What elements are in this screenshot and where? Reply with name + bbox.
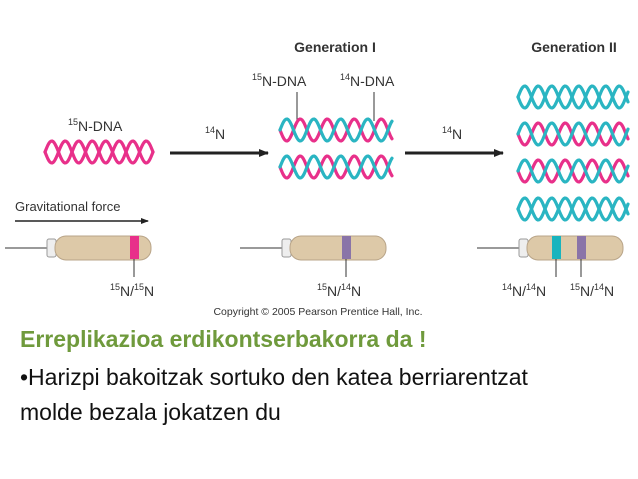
- dna-strand-b: [516, 196, 630, 222]
- parent-dna-helix: [43, 139, 155, 165]
- gen1-dna-helix-1: [278, 117, 394, 143]
- band-hybrid-gen1-label: 15N/14N: [317, 282, 361, 299]
- bullet-point: •Harizpi bakoitzak sortuko den katea ber…: [20, 360, 528, 430]
- band-hybrid-gen1: [342, 236, 351, 259]
- dna-strand-b: [278, 117, 394, 143]
- tube-generation-1: [240, 235, 387, 261]
- dna-strand-a: [516, 84, 630, 110]
- band-light-gen2: [552, 236, 561, 259]
- band-light-gen2-label: 14N/14N: [502, 282, 546, 299]
- band-heavy: [130, 236, 139, 259]
- dna-strand-b: [278, 154, 394, 180]
- copyright-notice: Copyright © 2005 Pearson Prentice Hall, …: [213, 306, 422, 318]
- gen2-dna-helix-2: [516, 121, 630, 147]
- gen1-heavy-strand-label: 15N-DNA: [252, 72, 307, 89]
- dna-strand-a: [516, 121, 630, 147]
- band-hybrid-gen2: [577, 236, 586, 259]
- tube-body: [54, 235, 152, 261]
- generation-2-title: Generation II: [531, 39, 617, 55]
- tube-body: [526, 235, 624, 261]
- slide-heading: Erreplikazioa erdikontserbakorra da !: [20, 326, 427, 352]
- dna-strand-a: [278, 154, 394, 180]
- bullet-line-2: molde bezala jokatzen du: [20, 399, 281, 425]
- band-hybrid-gen2-label: 15N/14N: [570, 282, 614, 299]
- dna-strand-b: [43, 139, 155, 165]
- replication-diagram: Generation I Generation II 15N-DNA 15N-D…: [5, 39, 630, 318]
- dna-strand-b: [516, 121, 630, 147]
- dna-strand-a: [516, 158, 630, 184]
- gen1-dna-helix-2: [278, 154, 394, 180]
- band-heavy-label: 15N/15N: [110, 282, 154, 299]
- generation-1-title: Generation I: [294, 39, 376, 55]
- tube-generation-2: [477, 235, 624, 261]
- tube-parent: [5, 235, 152, 261]
- dna-strand-b: [516, 158, 630, 184]
- bullet-line-1: •Harizpi bakoitzak sortuko den katea ber…: [20, 364, 528, 390]
- gen2-dna-helix-1: [516, 84, 630, 110]
- parent-dna-label: 15N-DNA: [68, 117, 123, 134]
- gen2-dna-helix-4: [516, 196, 630, 222]
- dna-strand-a: [278, 117, 394, 143]
- dna-strand-a: [516, 196, 630, 222]
- gen2-dna-helix-3: [516, 158, 630, 184]
- tube-body: [289, 235, 387, 261]
- arrow-2-label: 14N: [442, 125, 462, 142]
- gravitational-force-label: Gravitational force: [15, 199, 121, 214]
- dna-strand-b: [516, 84, 630, 110]
- gen1-light-strand-label: 14N-DNA: [340, 72, 395, 89]
- arrow-1-label: 14N: [205, 125, 225, 142]
